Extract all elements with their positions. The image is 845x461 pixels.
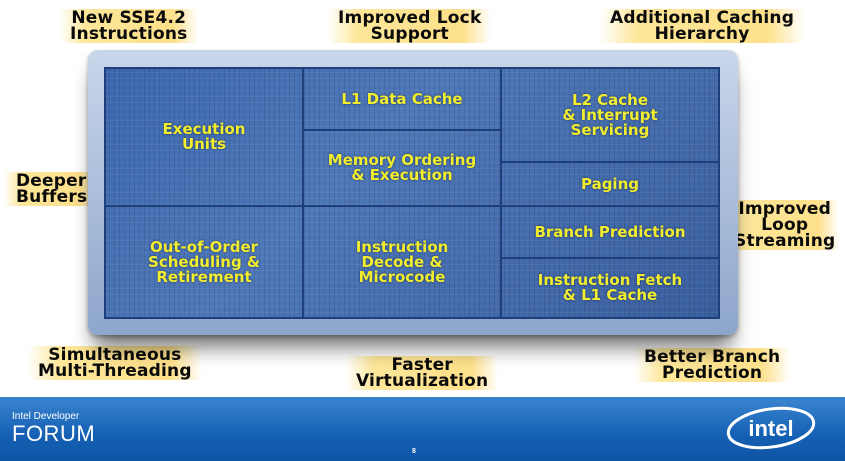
intel-logo-swirl — [726, 406, 816, 450]
label-line: Execution — [162, 120, 246, 138]
label-line: Retirement — [156, 267, 252, 286]
feature-sse42-line2: Instructions — [70, 24, 188, 44]
block-l1-data-cache: L1 Data Cache — [302, 67, 502, 131]
block-instruction-decode: Instruction Decode & Microcode — [302, 205, 502, 319]
label-instruction-fetch: Instruction Fetch & L1 Cache — [538, 273, 682, 303]
block-l2-cache: L2 Cache & Interrupt Servicing — [500, 67, 720, 163]
feature-buffers-line2: Buffers — [16, 187, 88, 207]
label-line: Units — [181, 135, 227, 153]
feature-caching-line1: Additional Caching — [610, 8, 795, 28]
block-memory-ordering: Memory Ordering & Execution — [302, 129, 502, 207]
label-branch-prediction: Branch Prediction — [534, 222, 686, 241]
label-memory-ordering: Memory Ordering & Execution — [328, 153, 476, 183]
label-line: Memory Ordering — [327, 151, 477, 169]
block-instruction-fetch: Instruction Fetch & L1 Cache — [500, 257, 720, 319]
label-execution-units: Execution Units — [163, 122, 246, 152]
label-line: & L1 Cache — [562, 286, 658, 304]
label-line: L2 Cache — [571, 90, 649, 109]
feature-caching: Additional Caching Hierarchy — [600, 8, 805, 44]
feature-branch: Better Branch Prediction — [634, 347, 791, 383]
intel-logo-text: intel — [748, 416, 793, 441]
footer-bar: Intel Developer FORUM 8 — [0, 397, 845, 461]
block-branch-prediction: Branch Prediction — [500, 205, 720, 259]
feature-loop-line2: Loop — [761, 215, 809, 235]
feature-virt-line2: Virtualization — [356, 371, 489, 391]
label-line: Decode & — [361, 252, 443, 271]
label-instruction-decode: Instruction Decode & Microcode — [355, 237, 449, 286]
label-line: Servicing — [570, 120, 650, 139]
feature-lock: Improved Lock Support — [328, 8, 492, 44]
feature-caching-line2: Hierarchy — [654, 24, 750, 44]
idf-logo: Intel Developer FORUM — [12, 411, 95, 446]
processor-die: Execution Units L1 Data Cache Memory Ord… — [104, 67, 720, 319]
label-out-of-order: Out-of-Order Scheduling & Retirement — [148, 237, 260, 286]
idf-logo-big: FORUM — [12, 421, 96, 446]
feature-sse42: New SSE4.2 Instructions — [60, 9, 198, 43]
feature-virt-line1: Faster — [391, 355, 453, 375]
label-line: Instruction — [355, 237, 449, 256]
feature-smt: Simultaneous Multi-Threading — [28, 346, 202, 380]
label-line: Paging — [580, 174, 639, 193]
label-l1-data-cache: L1 Data Cache — [341, 89, 463, 108]
feature-loop-line1: Improved — [738, 199, 832, 219]
feature-buffers-line1: Deeper — [16, 171, 87, 191]
feature-branch-line2: Prediction — [662, 363, 763, 383]
feature-loop-line3: Streaming — [734, 231, 836, 251]
label-line: L1 Data Cache — [341, 89, 463, 108]
label-line: Scheduling & — [148, 252, 260, 271]
page-number: 8 — [412, 448, 416, 455]
feature-virtualization: Faster Virtualization — [346, 355, 499, 391]
idf-logo-small: Intel Developer — [12, 411, 80, 422]
label-line: & Execution — [351, 166, 453, 184]
feature-sse42-line1: New SSE4.2 — [71, 8, 187, 28]
feature-smt-line1: Simultaneous — [48, 345, 182, 365]
feature-loop: Improved Loop Streaming — [722, 199, 840, 251]
label-line: Instruction Fetch — [537, 271, 683, 289]
feature-lock-line1: Improved Lock — [338, 8, 482, 28]
feature-smt-line2: Multi-Threading — [38, 361, 192, 381]
feature-branch-line1: Better Branch — [644, 347, 781, 367]
intel-logo-icon: intel — [726, 406, 816, 450]
block-out-of-order: Out-of-Order Scheduling & Retirement — [104, 205, 304, 319]
label-paging: Paging — [580, 174, 639, 193]
feature-lock-line2: Support — [370, 24, 449, 44]
feature-buffers: Deeper Buffers — [4, 171, 98, 207]
label-line: Out-of-Order — [149, 237, 259, 256]
label-line: Microcode — [358, 267, 446, 286]
label-line: & Interrupt — [562, 105, 658, 124]
label-line: Branch Prediction — [534, 222, 686, 241]
label-l2-cache: L2 Cache & Interrupt Servicing — [562, 90, 658, 139]
block-paging: Paging — [500, 161, 720, 207]
block-execution-units: Execution Units — [104, 67, 304, 207]
